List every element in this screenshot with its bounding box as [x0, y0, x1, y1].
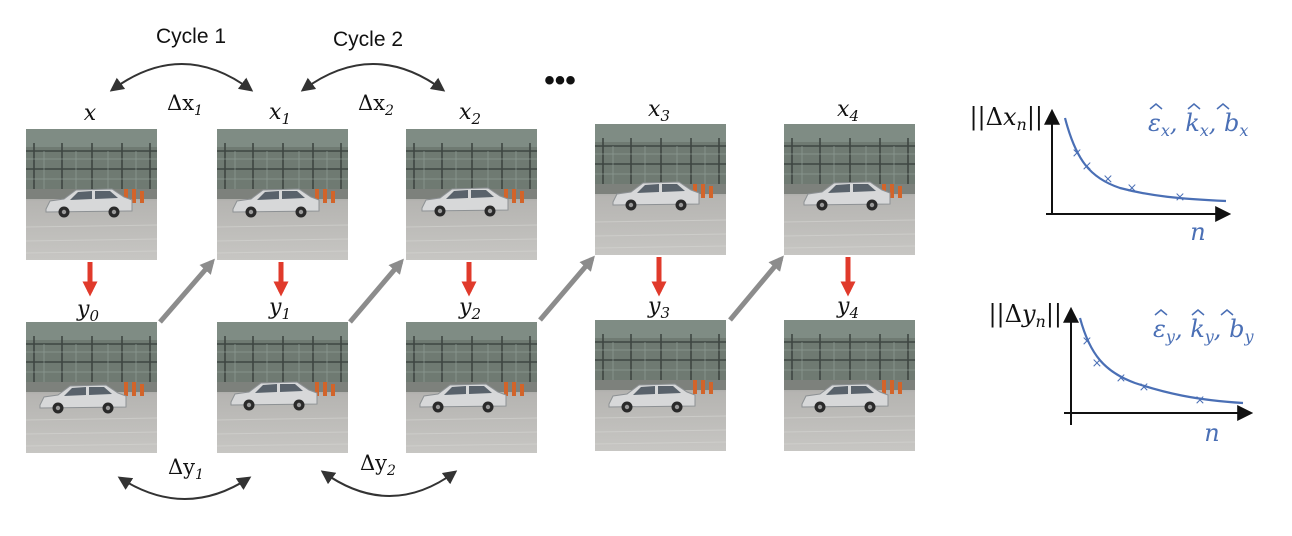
label-x-2: x2 — [459, 100, 481, 128]
cycle-arc-dx-1 — [109, 63, 254, 92]
frame-y-0 — [25, 321, 158, 454]
plot-dx-params: εx, kx, bx — [1148, 109, 1248, 140]
frame-x-4 — [783, 123, 916, 256]
plot-dx-marker: × — [1103, 172, 1114, 187]
plot-dx-marker: × — [1175, 190, 1186, 205]
plot-dy-params: εy, ky, by — [1153, 315, 1254, 346]
plot-dx-marker: × — [1072, 146, 1083, 161]
label-y-3: y3 — [647, 294, 670, 322]
plot-dy-curve — [1078, 317, 1244, 405]
cycle-2-label: Cycle 2 — [333, 28, 403, 51]
cycle-1-label: Cycle 1 — [156, 25, 226, 48]
label-y-0: y0 — [76, 297, 99, 325]
frame-x-2 — [405, 128, 538, 261]
delta-y-1-label: Δy1 — [168, 455, 204, 483]
label-x-1: x1 — [269, 100, 291, 128]
plot-dy-xlabel: n — [1204, 419, 1219, 447]
label-y-2: y2 — [458, 295, 481, 323]
ellipsis: ••• — [544, 64, 576, 97]
gray-arrow-1 — [348, 258, 404, 324]
frame-x-1 — [216, 128, 349, 261]
plot-dy-marker: × — [1116, 371, 1127, 386]
plot-dy-ylabel: ||Δyn|| — [988, 300, 1062, 331]
delta-y-2-label: Δy2 — [360, 451, 396, 479]
gray-arrow-2 — [538, 255, 595, 322]
plot-dx-marker: × — [1127, 181, 1138, 196]
delta-x-2-label: Δx2 — [358, 91, 394, 119]
label-y-1: y1 — [268, 295, 291, 323]
frame-x-0 — [25, 128, 158, 261]
plot-dx-xlabel: n — [1190, 218, 1205, 246]
plot-dy-marker: × — [1082, 334, 1093, 349]
label-y-4: y4 — [836, 294, 859, 322]
cycle-arc-dy-1 — [117, 476, 252, 500]
plot-dx-curve — [1063, 117, 1227, 203]
plot-dx-ylabel: ||Δxn|| — [969, 103, 1043, 134]
frame-y-2 — [405, 321, 538, 454]
gray-arrow-0 — [158, 258, 215, 324]
delta-x-1-label: Δx1 — [167, 91, 203, 119]
plot-dx: × × × × × ||Δxn|| n εx, kx, bx — [969, 103, 1248, 246]
frame-y-3 — [594, 319, 727, 452]
frame-y-4 — [783, 319, 916, 452]
plot-dy-marker: × — [1195, 393, 1206, 408]
label-x-4: x4 — [837, 97, 859, 125]
frame-x-3 — [594, 123, 727, 256]
gray-arrow-3 — [728, 255, 784, 322]
plot-dy-marker: × — [1139, 380, 1150, 395]
plot-dx-marker: × — [1082, 159, 1093, 174]
label-x-3: x3 — [648, 97, 670, 125]
cycle-arc-dx-2 — [300, 63, 446, 92]
plot-dy: × × × × × ||Δyn|| n εy, ky, by — [988, 300, 1254, 447]
frame-y-1 — [216, 321, 349, 454]
cycle-arc-dy-2 — [320, 470, 458, 497]
plot-dy-marker: × — [1092, 356, 1103, 371]
label-x-0: x — [84, 101, 97, 126]
